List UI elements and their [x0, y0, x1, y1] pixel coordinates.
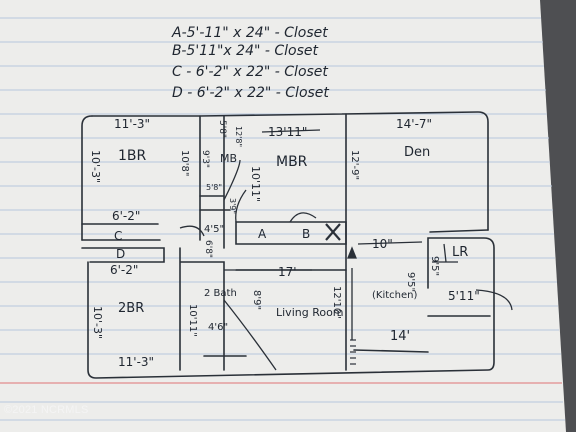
- living-height: 12'10": [331, 286, 342, 319]
- closets-ab-dim: 4'5": [204, 224, 224, 235]
- living-name: Living Room: [276, 306, 344, 319]
- br1-width: 11'-3": [114, 117, 150, 131]
- lr-height: 9'5": [429, 256, 440, 276]
- mbr-width: 13'11": [268, 125, 307, 139]
- bath-name: 2 Bath: [204, 288, 237, 299]
- mb-dim4: 3'9": [228, 198, 237, 214]
- br1-name: 1BR: [118, 148, 147, 164]
- closet-a-note: A-5'-11" x 24" - Closet: [171, 25, 328, 41]
- hall-dim1: 6'8": [203, 240, 213, 258]
- watermark: ©2021 NCRMLS: [4, 404, 89, 416]
- br2-height: 10'-3": [91, 306, 104, 339]
- mb-dim6: 12'8": [234, 126, 243, 147]
- br1-height: 10'-3": [89, 150, 102, 183]
- bath-dim: 8'9": [251, 290, 262, 310]
- kitchen-width: 10": [372, 237, 393, 251]
- kitchen-name: (Kitchen): [372, 290, 417, 301]
- closet-b-x-mark: [325, 223, 341, 241]
- closet-b-label: B: [302, 227, 310, 241]
- hall-dim2: 10'11": [187, 304, 198, 337]
- br2-width: 11'-3": [118, 355, 154, 369]
- mb-dim5: 5'8": [206, 183, 222, 192]
- mb-dim2: 10'8": [179, 150, 190, 176]
- closet-c-label: C: [114, 229, 122, 243]
- closet-d-label: D: [116, 247, 125, 261]
- closet-legend: A-5'-11" x 24" - Closet B-5'11"x 24" - C…: [171, 25, 329, 101]
- br2-name: 2BR: [118, 301, 144, 316]
- den-name: Den: [404, 145, 430, 160]
- mb-dim3: 5'8": [217, 120, 227, 138]
- ruled-lines: [0, 17, 565, 421]
- closet-c-note: C - 6'-2" x 22" - Closet: [172, 64, 328, 80]
- hall-dim3: 4'6": [208, 322, 228, 333]
- mbr-height: 10'11": [249, 166, 262, 202]
- living-width: 17': [278, 265, 297, 279]
- den-width: 14'-7": [396, 117, 432, 131]
- mb-name: MB: [220, 152, 237, 165]
- kitchen-dim: 14': [390, 329, 410, 344]
- closet-d-note: D - 6'-2" x 22" - Closet: [172, 85, 329, 101]
- closet-b-note: B-5'11"x 24" - Closet: [172, 43, 318, 59]
- closet-d-width: 6'-2": [110, 263, 138, 277]
- closet-a-label: A: [258, 227, 267, 241]
- mb-dim1: 9'3": [200, 150, 210, 168]
- closet-c-width: 6'-2": [112, 209, 140, 223]
- lr-name: LR: [452, 245, 468, 260]
- den-height: 12'-9": [349, 150, 360, 180]
- mbr-name: MBR: [276, 154, 308, 170]
- lr-width: 5'11": [448, 289, 480, 303]
- dimension-arrows: [224, 129, 423, 340]
- door-swings: [179, 159, 513, 371]
- stair-ticks: [350, 339, 356, 365]
- kitchen-height: 9'5": [405, 272, 416, 292]
